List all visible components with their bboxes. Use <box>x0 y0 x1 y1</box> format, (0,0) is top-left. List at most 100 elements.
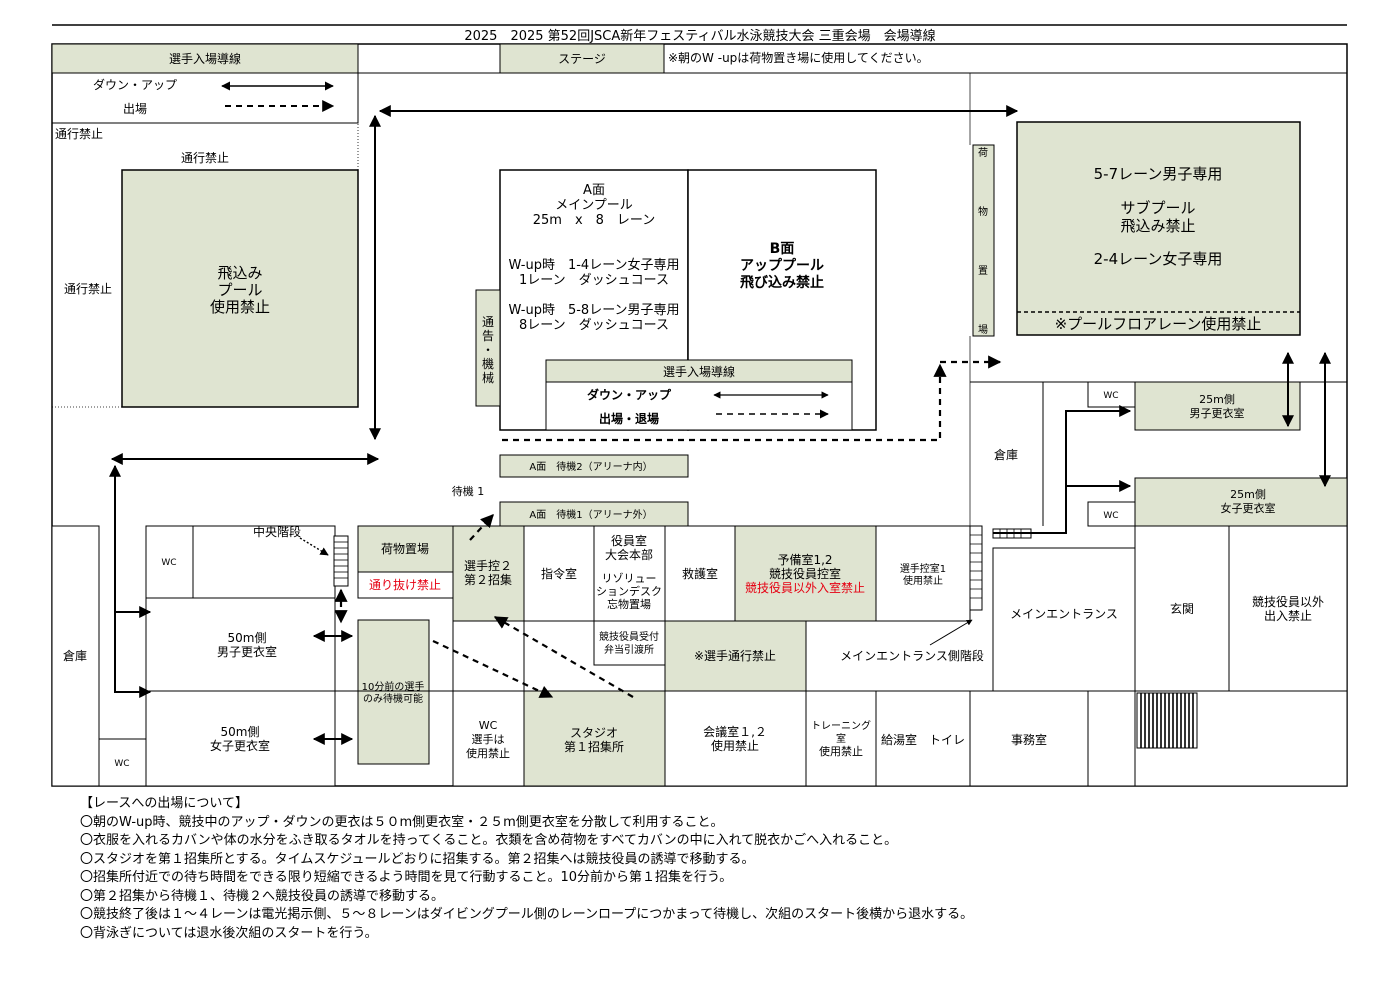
first-aid-room <box>664 525 736 622</box>
no-entry-label: 通行禁止 <box>64 282 112 296</box>
announce-label: ・ <box>482 343 494 357</box>
central-stairs-icon <box>333 535 349 587</box>
flow-arrow <box>993 405 1132 534</box>
announce-booth <box>475 289 501 407</box>
note-line: 〇スタジオを第１招集所とする。タイムスケジュールどおりに招集する。第２招集へは競… <box>80 851 755 867</box>
diving-pool-label: プール <box>217 281 262 299</box>
legend-header: 選手入場導線 <box>169 51 241 66</box>
no-entry-label: 通行禁止 <box>181 151 229 165</box>
luggage-strip-label: 置 <box>978 265 988 277</box>
main-entrance-label: メインエントランス <box>1010 607 1118 621</box>
inner-legend-header-box <box>545 359 853 383</box>
race-notes: 【レースへの出場について】 〇朝のW-up時、競技中のアップ・ダウンの更衣は５０… <box>80 795 1370 943</box>
inner-legend-down-up: ダウン・アップ <box>587 387 672 402</box>
control1-room <box>875 525 971 622</box>
diving-pool-label: 使用禁止 <box>210 298 270 316</box>
locker-25-men-label: 男子更衣室 <box>1190 406 1245 420</box>
storage-left <box>51 525 100 787</box>
no-athlete-pass-area <box>664 620 807 692</box>
locker-50-men-label: 50m側 <box>228 631 267 645</box>
stage-note: ※朝のW -upは荷物置き場に使用してください。 <box>668 50 929 65</box>
sub-pool-label: 2-4レーン女子専用 <box>1094 250 1223 268</box>
locker-50-women <box>145 690 336 787</box>
officials-room-label: 忘物置場 <box>607 597 651 611</box>
announce-label: 械 <box>482 370 494 385</box>
stairs-pointer <box>299 537 329 556</box>
officials-room-label: 大会本部 <box>605 547 653 562</box>
control1-label: 選手控室1 <box>900 562 946 575</box>
luggage-strip-label: 荷 <box>978 147 988 159</box>
wc-prohibited-room <box>452 690 525 787</box>
wc-label: WC <box>1103 511 1118 521</box>
sub-pool-label: 飛込み禁止 <box>1120 217 1195 235</box>
no-entry-label: 通行禁止 <box>55 127 103 141</box>
control2-label: 選手控２ <box>464 559 512 573</box>
main-pool-wup1: 1レーン ダッシュコース <box>519 273 669 288</box>
up-pool-label: 飛び込み禁止 <box>739 274 824 291</box>
legend-header-box <box>51 43 359 74</box>
sub-pool <box>1016 121 1301 336</box>
studio-label: 第１招集所 <box>564 739 624 754</box>
locker-25-men <box>1134 381 1301 431</box>
wc-box <box>1087 381 1136 408</box>
studio-label: スタジオ <box>570 726 618 740</box>
note-line: 〇競技終了後は１～４レーンは電光掲示側、５～８レーンはダイビングプール側のレーン… <box>80 907 974 922</box>
diving-pool-label: 飛込み <box>217 264 262 282</box>
entry-flow-arrow <box>432 640 554 698</box>
stage-box <box>499 43 665 74</box>
locker-50-women-label: 女子更衣室 <box>210 738 270 753</box>
no-pass-through-label: 通り抜け禁止 <box>369 578 441 592</box>
locker-25-women-label: 25m側 <box>1230 488 1266 501</box>
wc-label: WC <box>161 558 176 568</box>
entry-flow-arrow <box>502 363 947 442</box>
top-strip-box <box>357 43 501 74</box>
entry-flow-arrow <box>493 616 634 698</box>
flow-arrow <box>109 464 152 698</box>
locker-50-women-label: 50m側 <box>221 725 260 739</box>
announce-label: 通 <box>482 315 494 329</box>
main-pool-wup2: 8レーン ダッシュコース <box>519 318 669 333</box>
stairs-pointer <box>929 619 973 646</box>
sub-pool-note: ※プールフロアレーン使用禁止 <box>1055 315 1262 333</box>
sub-pool-label: 5-7レーン男子専用 <box>1094 165 1223 183</box>
kitchen-toilet-label: 給湯室 トイレ <box>881 732 965 747</box>
luggage-strip-label: 物 <box>978 205 988 218</box>
note-line: 〇背泳ぎについては退水後次組のスタートを行う。 <box>80 925 378 941</box>
sub-pool-label: サブプール <box>1120 199 1195 217</box>
command-room <box>523 525 595 622</box>
wait2-area <box>499 454 689 478</box>
reserve-warning: 競技役員以外入室禁止 <box>745 580 865 595</box>
main-entrance <box>992 547 1136 692</box>
legend-down-up: ダウン・アップ <box>93 77 177 92</box>
reception-label: 競技役員受付 <box>599 630 659 643</box>
storage-label: 倉庫 <box>994 447 1018 462</box>
flow-arrow <box>1031 480 1132 534</box>
kitchen-toilet <box>875 690 971 787</box>
wait2-label: A面 待機2（アリーナ内） <box>529 460 652 473</box>
announce-label: 告 <box>482 329 494 343</box>
stage-note-box <box>663 43 1348 74</box>
genkan-label: 玄関 <box>1170 601 1194 616</box>
luggage-storage-strip <box>972 144 995 337</box>
main-pool-label: 25m x 8 レーン <box>533 213 656 228</box>
up-pool-label: B面 <box>770 241 795 257</box>
luggage-strip-label: 場 <box>978 323 988 336</box>
page-title: 2025 2025 第52回JSCA新年フェスティバル水泳競技大会 三重会場 会… <box>464 28 935 44</box>
diving-pool <box>121 169 359 408</box>
studio-room <box>523 690 666 787</box>
central-stairs-label: 中央階段 <box>253 524 301 539</box>
main-pool-label: メインプール <box>555 198 633 213</box>
officials-room-label: ションデスク <box>596 584 662 598</box>
no-athlete-pass-label: ※選手通行禁止 <box>694 649 776 663</box>
wc-prohibited-label: 選手は <box>472 732 505 746</box>
note-line: 〇朝のW-up時、競技中のアップ・ダウンの更衣は５０m側更衣室・２５m側更衣室を… <box>80 814 724 830</box>
staff-only-label: 出入禁止 <box>1264 609 1312 623</box>
locker-50-men-label: 男子更衣室 <box>217 644 277 659</box>
wait1-area <box>499 501 689 527</box>
control2-label: 第２招集 <box>464 572 512 587</box>
officials-room-label: 役員室 <box>611 533 647 548</box>
inner-legend-entry: 出場・退場 <box>599 411 659 426</box>
reserve-room <box>734 525 877 622</box>
officials-room-label: リゾリュー <box>602 572 657 585</box>
office-room <box>969 690 1089 787</box>
